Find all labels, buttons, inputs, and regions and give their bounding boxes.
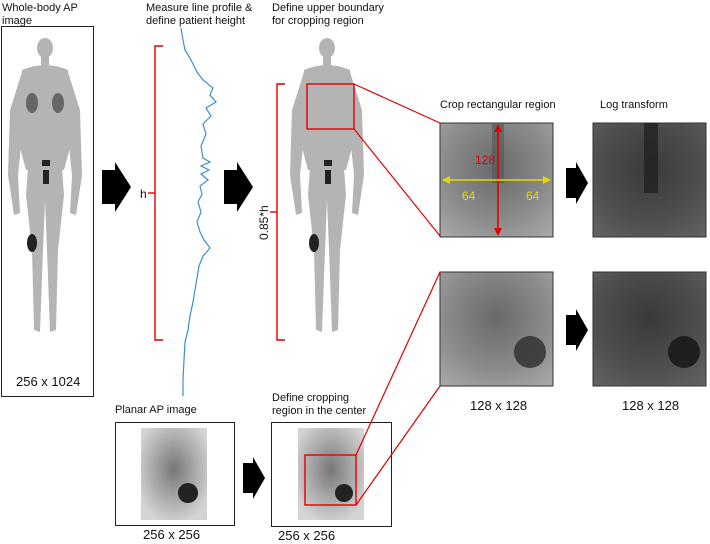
line-profile xyxy=(180,27,217,396)
crop-arrow-head-left xyxy=(442,176,450,184)
define-upper-title-line1: Define upper boundary xyxy=(272,2,384,14)
h-label: h xyxy=(140,187,147,201)
zoom-line-top xyxy=(353,83,441,124)
center-source-heart xyxy=(335,484,353,502)
log-image-2 xyxy=(592,271,707,387)
center-crop-output-image xyxy=(439,271,554,387)
measure-title-line2: define patient height xyxy=(146,15,246,27)
log-image-2-heart xyxy=(668,336,700,368)
whole-body-title: Whole-body AP image xyxy=(2,2,78,28)
define-crop-center-line1: Define cropping xyxy=(272,392,350,404)
zoom-line-bottom xyxy=(353,128,441,237)
planar-title: Planar AP image xyxy=(115,404,197,416)
arrow-1 xyxy=(102,162,131,212)
arrow-3 xyxy=(566,162,588,204)
height-fraction-label: 0.85*h xyxy=(257,205,271,240)
arrow-5 xyxy=(243,457,265,499)
crop-half-right-label: 64 xyxy=(526,189,540,203)
measure-title: Measure line profile & define patient he… xyxy=(146,2,252,28)
log-title: Log transform xyxy=(600,99,668,111)
whole-body-2-hotspots xyxy=(309,160,332,252)
crop-output-size: 128 x 128 xyxy=(470,398,528,413)
height-bracket-2 xyxy=(270,83,285,341)
whole-body-size: 256 x 1024 xyxy=(16,374,81,389)
log-image-1-spine xyxy=(644,123,658,193)
planar-image xyxy=(141,428,207,520)
define-upper-title-line2: for cropping region xyxy=(272,15,364,27)
zoom-line-center-bottom xyxy=(355,385,441,506)
define-upper-title: Define upper boundary for cropping regio… xyxy=(272,2,384,28)
arrow-2 xyxy=(224,162,253,212)
height-bracket xyxy=(148,45,163,341)
whole-body-silhouette-2 xyxy=(290,38,364,332)
upper-crop-rect xyxy=(306,83,355,130)
whole-body-title-line1: Whole-body AP xyxy=(2,2,78,14)
whole-body-silhouette xyxy=(8,38,82,332)
center-crop-rect xyxy=(304,454,357,506)
crop-half-left-label: 64 xyxy=(462,189,476,203)
planar-size: 256 x 256 xyxy=(143,527,201,542)
crop-height-label: 128 xyxy=(475,153,495,167)
define-crop-center-title: Define cropping region in the center xyxy=(272,392,366,418)
whole-body-title-line2: image xyxy=(2,15,32,27)
center-source-image xyxy=(298,428,364,520)
measure-title-line1: Measure line profile & xyxy=(146,2,253,14)
log-output-size: 128 x 128 xyxy=(622,398,680,413)
whole-body-hotspots xyxy=(26,93,64,252)
crop-title: Crop rectangular region xyxy=(440,99,556,111)
define-crop-center-line2: region in the center xyxy=(272,405,367,417)
planar-image-heart xyxy=(178,483,198,503)
zoom-line-center-top xyxy=(355,271,441,456)
center-crop-heart xyxy=(514,336,546,368)
arrow-4 xyxy=(566,309,588,351)
center-crop-size: 256 x 256 xyxy=(278,528,336,543)
crop-arrow-head-up xyxy=(494,124,502,132)
crop-arrow-head-right xyxy=(543,176,551,184)
crop-arrow-head-down xyxy=(494,228,502,236)
